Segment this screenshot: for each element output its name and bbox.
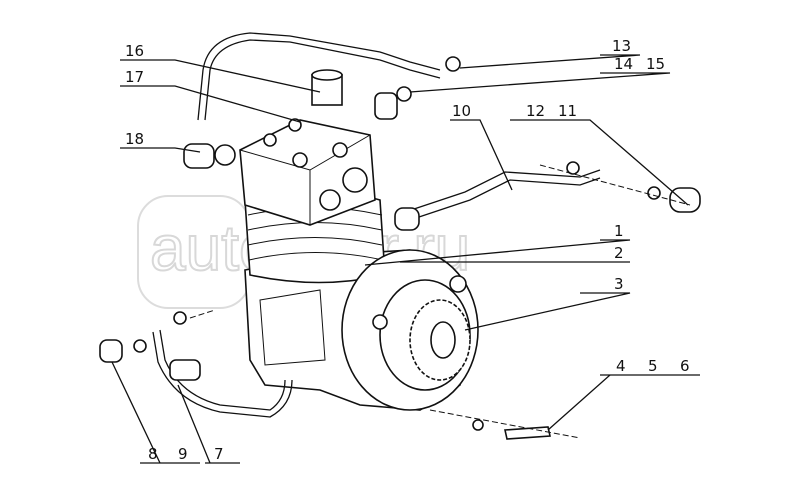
callout-15: 15 bbox=[646, 55, 665, 73]
callout-3: 3 bbox=[614, 275, 624, 293]
callout-10: 10 bbox=[452, 102, 471, 120]
callout-6: 6 bbox=[680, 357, 690, 375]
callout-16: 16 bbox=[125, 42, 144, 60]
callout-17: 17 bbox=[125, 68, 144, 86]
callout-18: 18 bbox=[125, 130, 144, 148]
callout-8: 8 bbox=[148, 445, 158, 463]
compressor-drawing bbox=[99, 32, 701, 440]
callout-labels: 16 17 18 13 14 15 10 12 11 1 2 3 4 5 6 8… bbox=[125, 37, 690, 463]
leader-lines bbox=[111, 54, 700, 464]
callout-4: 4 bbox=[616, 357, 626, 375]
callout-14: 14 bbox=[614, 55, 633, 73]
callout-2: 2 bbox=[614, 244, 624, 262]
callout-13: 13 bbox=[612, 37, 631, 55]
callout-9: 9 bbox=[178, 445, 188, 463]
callout-5: 5 bbox=[648, 357, 658, 375]
callout-11: 11 bbox=[558, 102, 577, 120]
callout-7: 7 bbox=[214, 445, 224, 463]
callout-1: 1 bbox=[614, 222, 624, 240]
callout-12: 12 bbox=[526, 102, 545, 120]
